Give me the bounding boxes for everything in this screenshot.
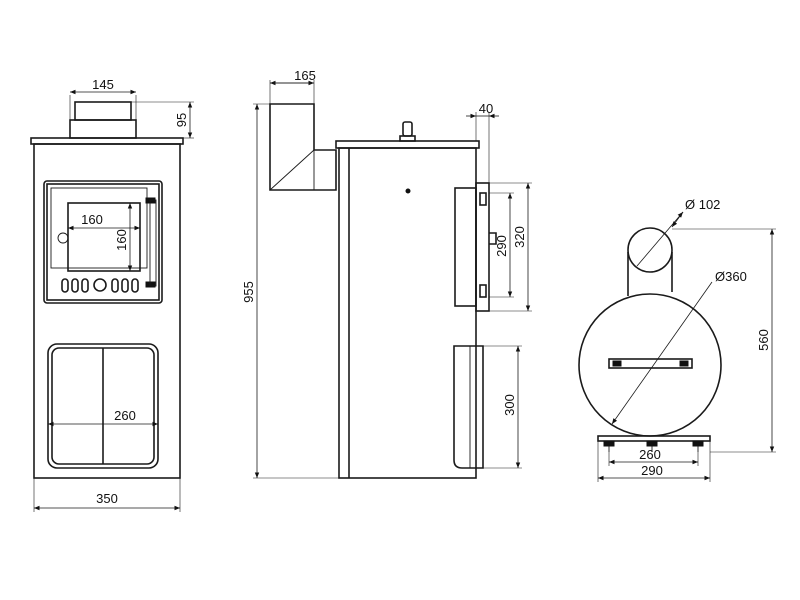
dim-top-flue-diameter: Ø 102 [685, 197, 720, 212]
dim-side-door-inner: 290 [494, 235, 509, 257]
front-top-plate [30, 137, 184, 145]
front-body [33, 143, 181, 479]
front-oven-door [43, 180, 163, 304]
dim-top-body-diameter: Ø360 [715, 269, 747, 284]
front-storage-compartment [47, 343, 159, 469]
front-window-frame [50, 187, 148, 269]
front-hinge-rail [149, 199, 157, 287]
side-screw [405, 188, 411, 194]
top-handle-slot-right [679, 360, 689, 367]
dim-side-flue-offset: 165 [294, 68, 316, 83]
dim-top-base-inner: 260 [639, 447, 661, 462]
dim-front-window-width: 160 [81, 212, 103, 227]
side-storage-profile [453, 345, 484, 469]
front-hinge-bottom [145, 281, 156, 288]
side-top-knob [402, 121, 413, 137]
side-view: 165 955 40 290 320 300 [241, 68, 532, 479]
top-base-plate [597, 435, 711, 442]
dim-side-door-outer: 320 [512, 226, 527, 248]
dim-front-window-height: 160 [114, 229, 129, 251]
side-door-handle [489, 232, 497, 245]
dim-side-door-depth: 40 [479, 101, 493, 116]
dim-side-storage-height: 300 [502, 394, 517, 416]
dim-front-flue-height: 95 [174, 113, 189, 127]
top-handle-slot-left [612, 360, 622, 367]
side-door-hinge-bottom [479, 284, 487, 298]
front-oven-door-inner [46, 183, 160, 301]
dim-front-storage-width: 260 [114, 408, 136, 423]
front-air-vents [61, 278, 139, 293]
side-door-hinge-top [479, 192, 487, 206]
top-foot-left [603, 440, 615, 447]
dim-top-total-depth: 560 [756, 329, 771, 351]
dim-side-total-height: 955 [241, 281, 256, 303]
dim-front-flue-width: 145 [92, 77, 114, 92]
top-handle [608, 358, 693, 369]
side-top-plate [335, 140, 480, 149]
top-view: Ø 102 Ø360 560 260 290 [578, 197, 776, 482]
top-flue-circle [627, 227, 673, 273]
dim-front-total-width: 350 [96, 491, 118, 506]
side-door-recess [454, 187, 477, 307]
side-door-profile [475, 182, 490, 312]
front-glass-window [67, 202, 141, 272]
side-body [338, 147, 477, 479]
top-foot-center [646, 440, 658, 447]
front-flue-top [74, 101, 132, 121]
top-body-circle [578, 293, 722, 437]
top-foot-right [692, 440, 704, 447]
top-flue-pipe [627, 252, 673, 296]
front-view: 145 95 160 160 260 350 [30, 77, 194, 512]
front-flue-collar [69, 119, 137, 139]
front-door-knob [57, 232, 69, 244]
side-flue-elbow [269, 103, 337, 191]
dim-top-base-outer: 290 [641, 463, 663, 478]
front-hinge-top [145, 197, 156, 204]
